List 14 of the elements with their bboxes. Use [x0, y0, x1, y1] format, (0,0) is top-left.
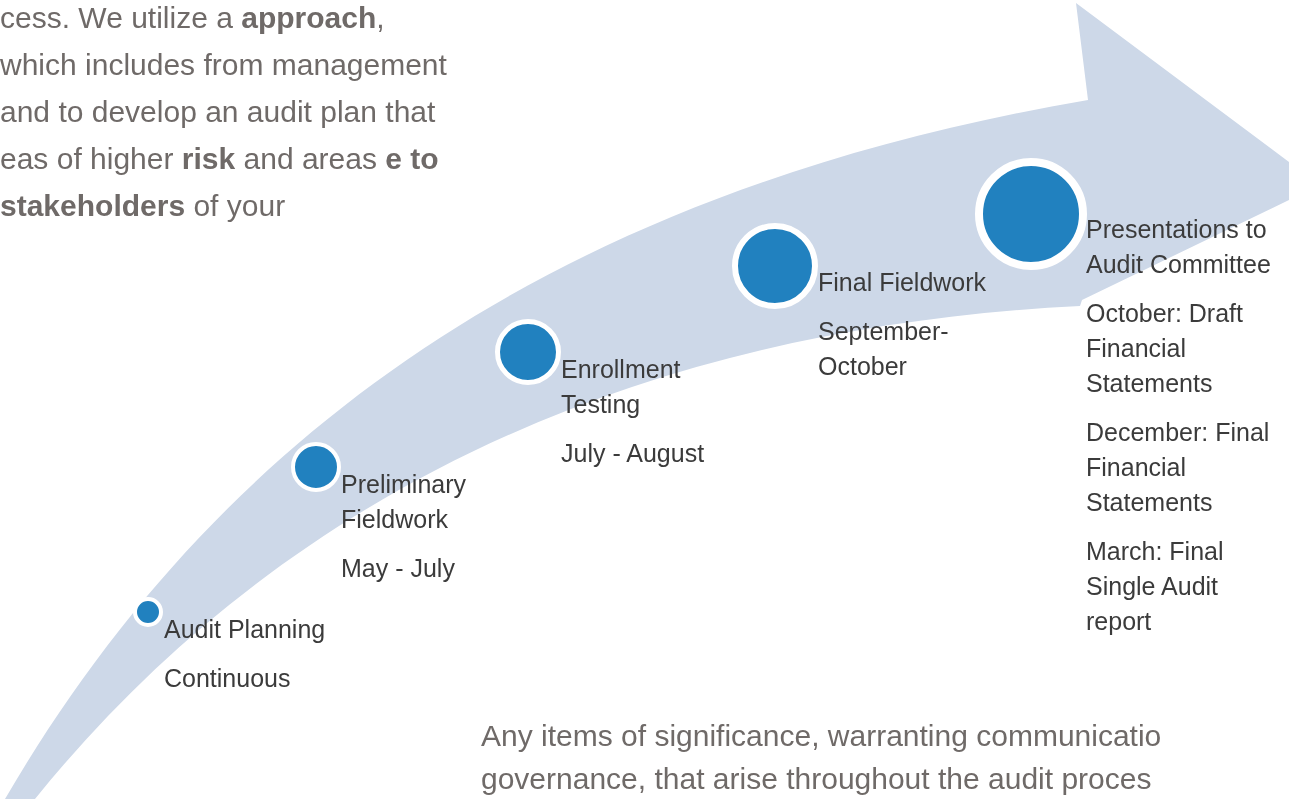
- date-label: March: Final Single Audit report: [1086, 536, 1225, 637]
- milestone-label: Presentations to Audit Committee: [1086, 214, 1272, 280]
- milestone-label: Preliminary Fieldwork: [341, 469, 468, 535]
- date-label: October: Draft Financial Statements: [1086, 298, 1244, 399]
- intro-paragraph: cess. We utilize a approach, which includes from management and to develop an audit plan that eas of higher risk and areas e to stakeholders of your: [0, 0, 448, 224]
- note-paragraph: Any items of significance, warranting communicatio governance, that arise throughout the audit proces: [481, 718, 1163, 797]
- date-label: July - August: [561, 438, 706, 469]
- milestone-label: Enrollment Testing: [561, 354, 682, 420]
- date-label: Continuous: [164, 663, 292, 694]
- date-label: May - July: [341, 553, 456, 584]
- date-label: December: Final Financial Statements: [1086, 417, 1271, 518]
- date-label: September- October: [818, 316, 950, 382]
- milestone-label: Final Fieldwork: [818, 267, 988, 298]
- milestone-label: Audit Planning: [164, 614, 327, 645]
